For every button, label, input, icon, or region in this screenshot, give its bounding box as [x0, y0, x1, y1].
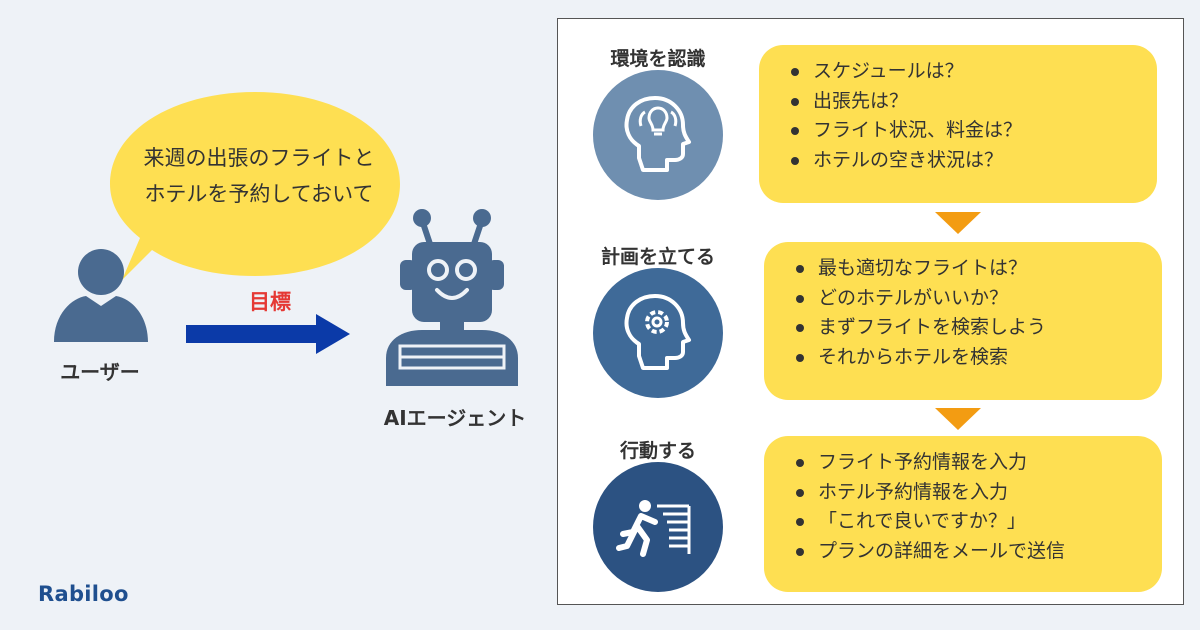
flow-arrow-down-2 [935, 408, 981, 430]
list-item: フライト状況、料金は？ [789, 116, 1137, 146]
goal-label: 目標 [249, 290, 291, 314]
speech-bubble [110, 92, 400, 280]
list-item: ホテルの空き状況は？ [789, 146, 1137, 176]
agent-label: AIエージェント [383, 406, 527, 430]
brand-logo: Rabiloo [38, 582, 129, 606]
step-label-plan: 計画を立てる [600, 246, 715, 268]
user-label: ユーザー [60, 360, 140, 384]
step-circle-perceive [593, 70, 723, 200]
head-lightbulb-icon [624, 96, 691, 172]
robot-icon [386, 209, 518, 386]
list-item: スケジュールは？ [789, 57, 1137, 87]
step-label-perceive: 環境を認識 [610, 48, 706, 70]
speech-bubble-text: 来週の出張のフライトとホテルを予約しておいて [143, 146, 375, 206]
list-item: 「これで良いですか？」 [794, 507, 1142, 537]
head-gear-icon [624, 294, 691, 370]
goal-arrow-right [186, 314, 350, 354]
step-box-act: フライト予約情報を入力 ホテル予約情報を入力 「これで良いですか？」 プランの詳… [764, 436, 1162, 592]
list-item: どのホテルがいいか？ [794, 284, 1142, 314]
step-circle-act [593, 462, 723, 592]
list-item: フライト予約情報を入力 [794, 448, 1142, 478]
list-item: 最も適切なフライトは？ [794, 254, 1142, 284]
step-circle-plan [593, 268, 723, 398]
user-icon [54, 249, 148, 342]
flow-arrow-down-1 [935, 212, 981, 234]
step-box-perceive: スケジュールは？ 出張先は？ フライト状況、料金は？ ホテルの空き状況は？ [759, 45, 1157, 203]
list-item: 出張先は？ [789, 87, 1137, 117]
list-item: プランの詳細をメールで送信 [794, 537, 1142, 567]
list-item: ホテル予約情報を入力 [794, 478, 1142, 508]
running-exit-icon [616, 500, 691, 557]
list-item: まずフライトを検索しよう [794, 313, 1142, 343]
step-box-plan: 最も適切なフライトは？ どのホテルがいいか？ まずフライトを検索しよう それから… [764, 242, 1162, 400]
list-item: それからホテルを検索 [794, 343, 1142, 373]
step-label-act: 行動する [619, 440, 696, 462]
